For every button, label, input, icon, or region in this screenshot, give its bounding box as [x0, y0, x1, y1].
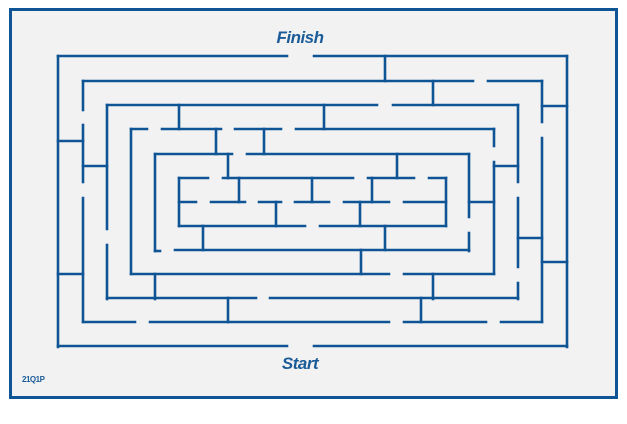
start-label: Start — [281, 354, 319, 373]
finish-label: Finish — [276, 28, 324, 47]
puzzle-code: 21Q1P — [22, 375, 45, 384]
maze-frame — [9, 8, 618, 399]
